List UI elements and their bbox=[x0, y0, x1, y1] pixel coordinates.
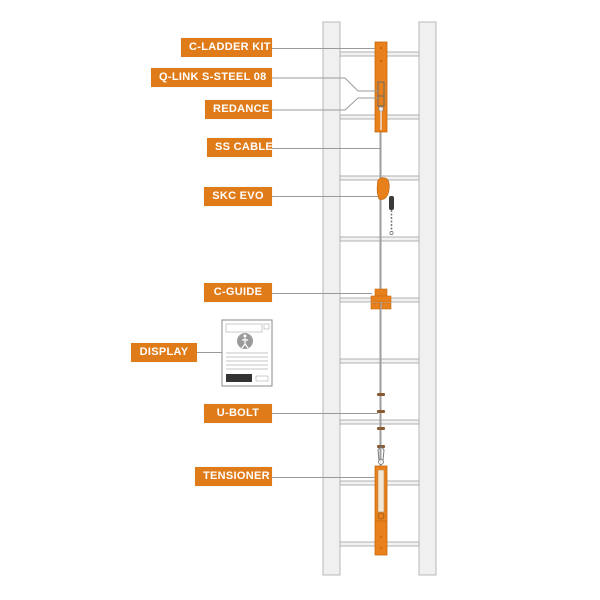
label-ss-cable: SS CABLE bbox=[207, 138, 273, 157]
label-c-ladder-kit: C-LADDER KIT bbox=[181, 38, 272, 57]
label-u-bolt: U-BOLT bbox=[204, 404, 272, 423]
skc-evo-leader bbox=[272, 196, 378, 197]
label-skc-evo: SKC EVO bbox=[204, 187, 272, 206]
c-guide-device-icon bbox=[370, 288, 392, 310]
tensioner-leader bbox=[272, 477, 375, 478]
ss-cable-leader bbox=[272, 148, 380, 149]
c-ladder-kit-leader bbox=[272, 48, 375, 49]
top-bracket-icon bbox=[374, 41, 388, 133]
redance-leader bbox=[272, 97, 378, 111]
label-tensioner: TENSIONER bbox=[195, 467, 272, 486]
skc-evo-device-icon bbox=[376, 177, 394, 235]
u-bolt-leader bbox=[272, 413, 378, 414]
q-link-leader bbox=[272, 77, 378, 92]
label-c-guide: C-GUIDE bbox=[204, 283, 272, 302]
display-leader bbox=[197, 352, 222, 353]
label-q-link: Q-LINK S-STEEL 08 bbox=[151, 68, 272, 87]
c-guide-leader bbox=[272, 293, 372, 294]
ladder-right-rail bbox=[418, 21, 437, 576]
label-display: DISPLAY bbox=[131, 343, 197, 362]
label-redance: REDANCE bbox=[205, 100, 272, 119]
ladder-left-rail bbox=[322, 21, 341, 576]
display-sign-icon bbox=[221, 319, 273, 387]
tensioner-device-icon bbox=[374, 445, 388, 556]
